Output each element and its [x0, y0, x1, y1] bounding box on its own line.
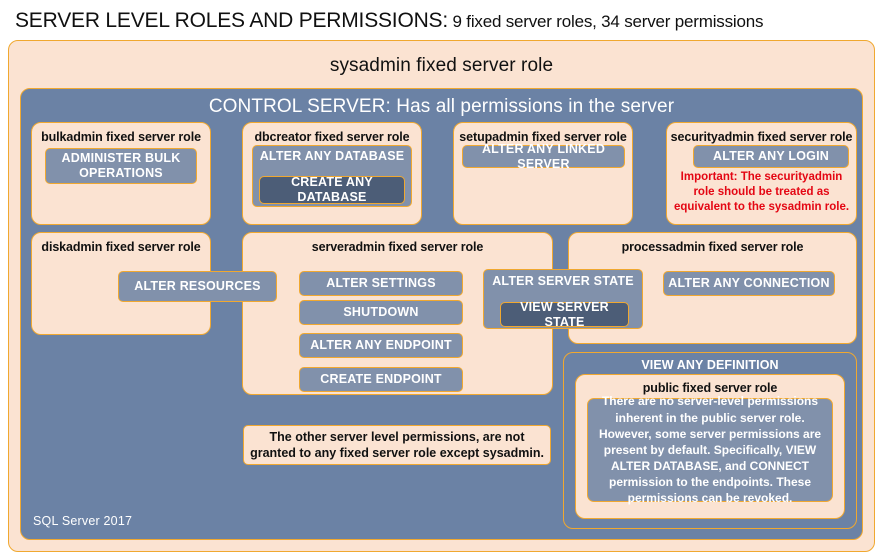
permission-alter-settings[interactable]: ALTER SETTINGS: [299, 271, 463, 296]
role-label-bulkadmin: bulkadmin fixed server role: [41, 130, 201, 144]
permission-view-server-state[interactable]: VIEW SERVER STATE: [500, 300, 629, 329]
role-label-processadmin: processadmin fixed server role: [621, 240, 804, 254]
permission-administer-bulk-operations[interactable]: ADMINISTER BULK OPERATIONS: [45, 148, 197, 184]
public-role-description: There are no server-level permissions in…: [587, 394, 833, 505]
permission-alter-any-linked-server[interactable]: ALTER ANY LINKED SERVER: [462, 142, 625, 171]
role-label-public: public fixed server role: [642, 381, 778, 395]
permission-alter-any-connection[interactable]: ALTER ANY CONNECTION: [663, 271, 835, 296]
permission-view-any-definition-label: VIEW ANY DEFINITION: [641, 358, 779, 372]
securityadmin-warning-text: Important: The securityadmin role should…: [673, 171, 850, 214]
permission-create-endpoint[interactable]: CREATE ENDPOINT: [299, 367, 463, 392]
permission-create-any-database[interactable]: CREATE ANY DATABASE: [259, 175, 405, 204]
role-label-setupadmin: setupadmin fixed server role: [459, 130, 627, 144]
permission-alter-server-state-label: ALTER SERVER STATE: [492, 274, 634, 288]
permission-alter-any-login[interactable]: ALTER ANY LOGIN: [693, 145, 849, 168]
sysadmin-role-label: sysadmin fixed server role: [329, 55, 554, 76]
role-label-securityadmin: securityadmin fixed server role: [670, 130, 853, 144]
footnote-box: The other server level permissions, are …: [243, 425, 551, 465]
role-box-setupadmin: setupadmin fixed server role: [453, 122, 633, 225]
role-label-dbcreator: dbcreator fixed server role: [254, 130, 410, 144]
role-box-securityadmin: securityadmin fixed server role Importan…: [666, 122, 857, 225]
version-stamp: SQL Server 2017: [33, 514, 133, 528]
permission-alter-any-database-label: ALTER ANY DATABASE: [259, 149, 405, 163]
page-title: SERVER LEVEL ROLES AND PERMISSIONS: 9 fi…: [15, 9, 875, 35]
role-label-serveradmin: serveradmin fixed server role: [311, 240, 484, 254]
permission-alter-any-endpoint[interactable]: ALTER ANY ENDPOINT: [299, 333, 463, 358]
role-label-diskadmin: diskadmin fixed server role: [41, 240, 201, 254]
page-title-main: SERVER LEVEL ROLES AND PERMISSIONS:: [15, 9, 448, 32]
permission-alter-resources[interactable]: ALTER RESOURCES: [118, 271, 277, 302]
page-title-subtitle: 9 fixed server roles, 34 server permissi…: [448, 12, 764, 31]
control-server-label: CONTROL SERVER: Has all permissions in t…: [208, 96, 675, 117]
permission-shutdown[interactable]: SHUTDOWN: [299, 300, 463, 325]
